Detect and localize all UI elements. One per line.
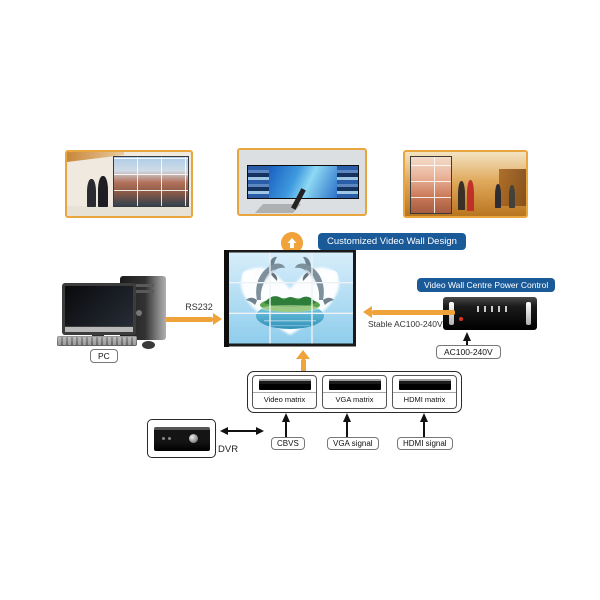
photo3-person (509, 185, 516, 209)
photo1-video-wall (112, 156, 190, 208)
photo1-person (86, 178, 96, 208)
video-matrix-device (258, 379, 311, 390)
hdmi-matrix-device (398, 379, 451, 390)
dvr-to-cbvs-arrow (220, 427, 264, 435)
matrix-box-video: Video matrix (252, 375, 317, 409)
pc-drive-bay (128, 290, 154, 293)
rack-handle (526, 302, 531, 325)
cbvs-arrow (282, 413, 290, 437)
hdmi-signal-label: HDMI signal (397, 437, 453, 450)
dvr-box (147, 419, 216, 458)
photo3-person (458, 180, 466, 210)
vga-matrix-device (328, 379, 381, 390)
hdmi-signal-arrow (420, 413, 428, 437)
cbvs-label: CBVS (271, 437, 305, 450)
vga-signal-arrow (343, 413, 351, 437)
rs232-arrow (157, 313, 222, 325)
installation-photo-mall (403, 150, 528, 218)
dvr-button (161, 436, 165, 440)
dvr-button (167, 436, 171, 440)
photo1-person (98, 175, 108, 208)
photo3-person (466, 180, 474, 211)
pc-drive-bay (128, 284, 154, 287)
pc-power-button-detail (136, 310, 142, 316)
dvr-knob (188, 433, 198, 443)
dvr-label: DVR (218, 444, 239, 455)
pc-monitor (62, 283, 136, 335)
matrix-box-vga: VGA matrix (322, 375, 387, 409)
vga-signal-label: VGA signal (327, 437, 379, 450)
front-panel-detail (477, 306, 511, 312)
power-control-title: Video Wall Centre Power Control (417, 278, 556, 292)
pc-monitor-screen (65, 286, 133, 326)
ac-input-label: AC100-240V (436, 345, 501, 359)
pc-label: PC (90, 349, 118, 363)
video-matrix-label: Video matrix (253, 392, 316, 406)
hdmi-matrix-label: HDMI matrix (393, 392, 456, 406)
installation-photo-control-room (237, 148, 367, 216)
pc-keyboard (57, 336, 137, 346)
photo3-video-wall (409, 155, 452, 215)
pc-mouse (142, 341, 155, 349)
dvr-device (153, 426, 210, 451)
up-arrow-glyph (287, 238, 297, 248)
rs232-label: RS232 (185, 302, 213, 312)
up-arrow-icon (281, 232, 303, 254)
power-control-device (443, 297, 537, 330)
stable-power-label: Stable AC100-240V (368, 319, 443, 329)
photo3-person (494, 184, 501, 209)
design-label: Customized Video Wall Design (318, 233, 466, 250)
photo1-floor (67, 205, 191, 216)
stable-power-arrow (363, 306, 455, 318)
matrix-box-hdmi: HDMI matrix (392, 375, 457, 409)
power-led (459, 317, 463, 321)
pc-monitor-bezel (65, 327, 133, 332)
installation-photo-office (65, 150, 193, 218)
photo2-thumbnails-right (337, 165, 359, 198)
vga-matrix-label: VGA matrix (323, 392, 386, 406)
photo2-thumbnails-left (247, 165, 269, 198)
video-wall (224, 250, 356, 347)
matrix-group: Video matrix VGA matrix HDMI matrix (247, 371, 462, 413)
